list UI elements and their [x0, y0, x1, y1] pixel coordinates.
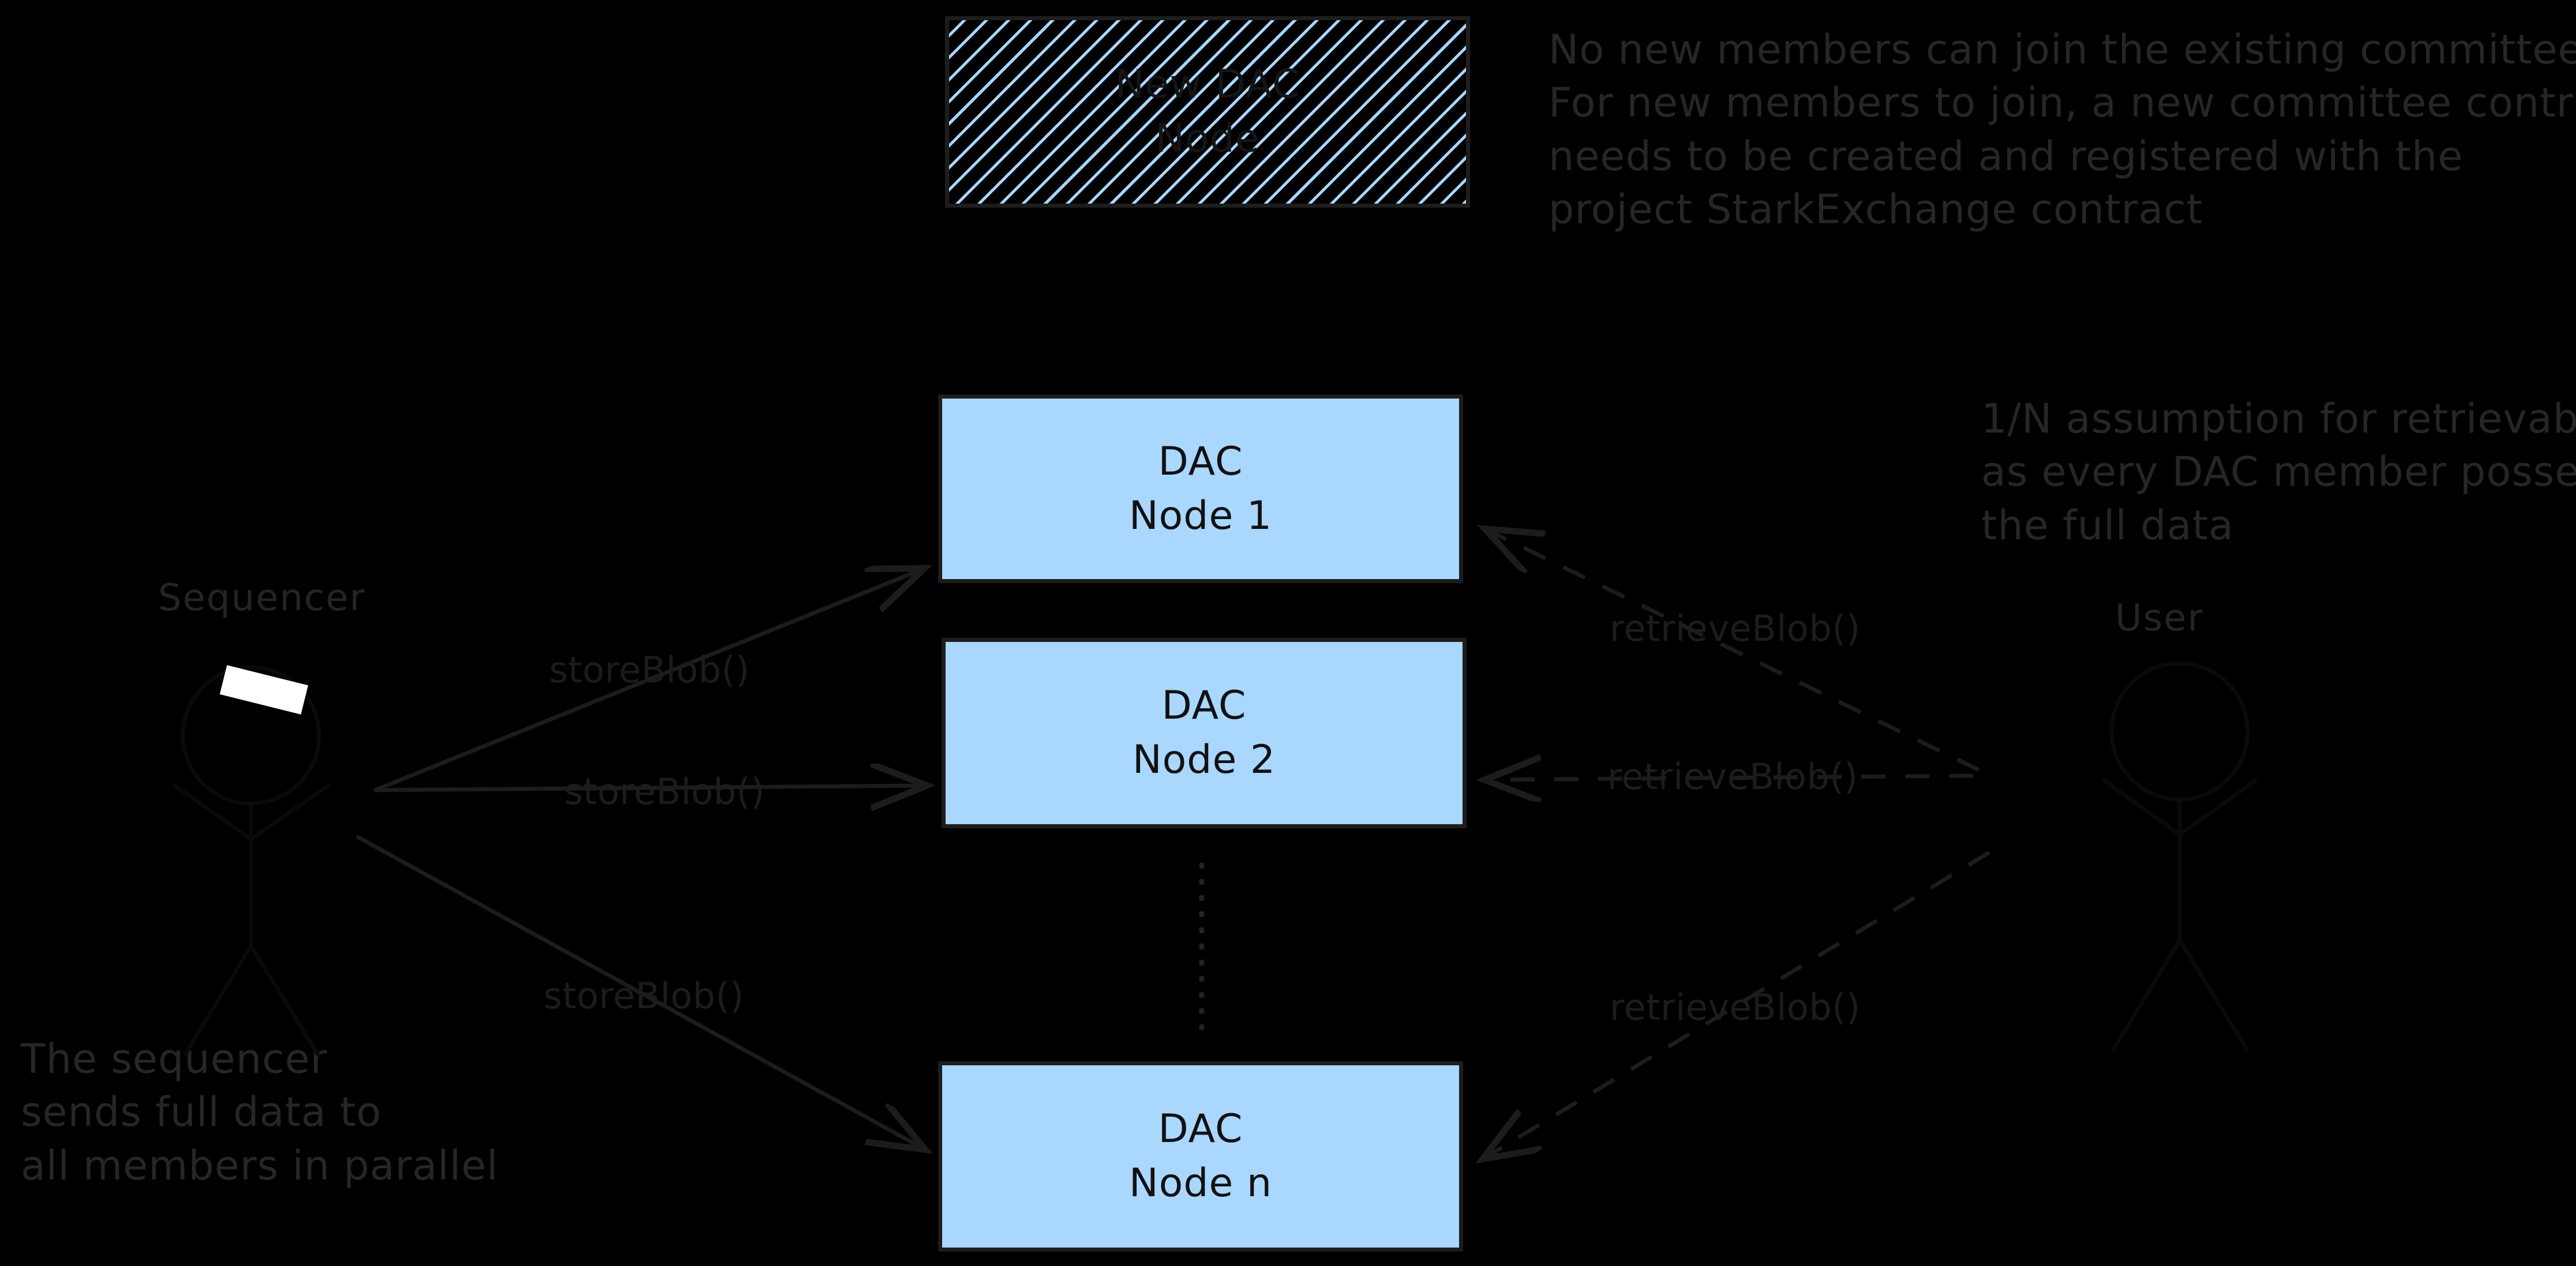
retrieve-blob-label-2: retrieveBlob()	[1607, 756, 1858, 798]
store-blob-label-2: storeBlob()	[564, 771, 765, 813]
retrieve-blob-label-1: retrieveBlob()	[1610, 607, 1861, 649]
dac-node-n-box[interactable]: DAC Node n	[938, 1061, 1463, 1252]
dac-node-1-box[interactable]: DAC Node 1	[938, 395, 1463, 583]
sequencer-stick-figure-icon	[171, 665, 331, 1057]
dac-node-2-line1: DAC	[1161, 683, 1247, 729]
new-dac-node-box[interactable]: New DAC Node	[945, 16, 1470, 208]
dac-node-2-line2: Node 2	[1132, 737, 1276, 783]
new-dac-node-line2: Node	[1155, 116, 1260, 161]
dac-node-1-line1: DAC	[1158, 438, 1243, 484]
sequencer-label: Sequencer	[158, 577, 366, 619]
dac-node-1-line2: Node 1	[1128, 493, 1273, 539]
new-dac-node-line1: New DAC	[1115, 62, 1300, 108]
sequencer-highlight-marker	[219, 665, 309, 715]
note-committee: No new members can join the existing com…	[1548, 26, 2576, 234]
user-stick-figure-icon	[2101, 661, 2259, 1052]
user-label: User	[2115, 597, 2204, 640]
store-blob-label-3: storeBlob()	[543, 975, 744, 1017]
dac-node-2-box[interactable]: DAC Node 2	[942, 638, 1467, 828]
retrieve-blob-arrow-1	[1488, 531, 1980, 772]
note-sequencer-parallel: The sequencer sends full data to all mem…	[21, 1035, 498, 1189]
dac-node-n-line2: Node n	[1128, 1160, 1273, 1206]
retrieve-blob-label-3: retrieveBlob()	[1610, 986, 1861, 1028]
note-retrievability: 1/N assumption for retrievability, as ev…	[1981, 395, 2576, 549]
dac-node-n-line1: DAC	[1158, 1106, 1243, 1152]
store-blob-label-1: storeBlob()	[549, 649, 750, 691]
